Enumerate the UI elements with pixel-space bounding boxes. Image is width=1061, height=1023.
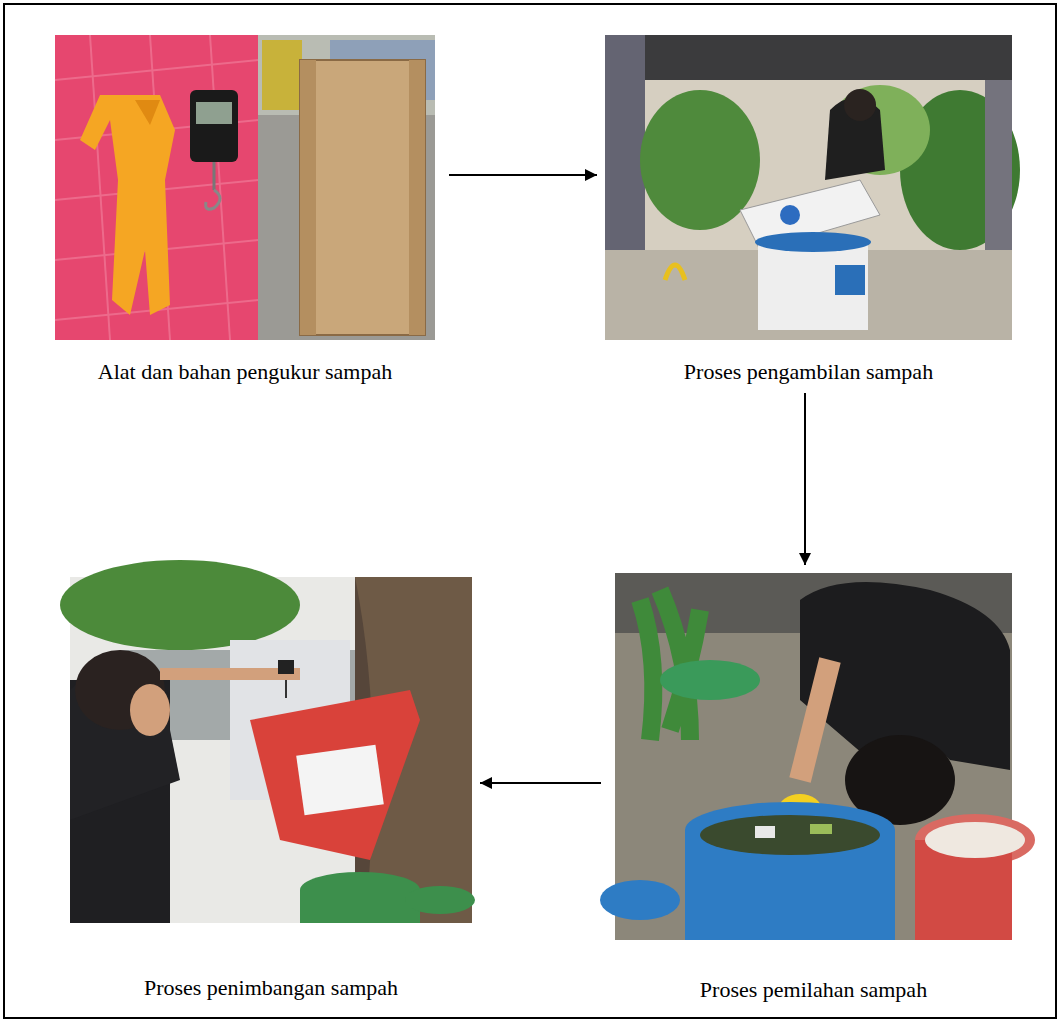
sorting-photo-part (755, 826, 775, 838)
photo-panel: Proses pemilahan sampah (615, 573, 1012, 1003)
tools-photo-part (213, 162, 216, 190)
sorting-photo (600, 573, 1035, 940)
photo-caption: Alat dan bahan pengukur sampah (55, 359, 435, 385)
weighing-photo-part (285, 680, 287, 698)
tools-photo-part (196, 102, 232, 124)
collecting-photo (605, 35, 1020, 340)
weighing-photo-part (250, 690, 420, 860)
weighing-photo-part (405, 886, 475, 914)
tools-photo-part (55, 35, 258, 340)
photo-caption: Proses pengambilan sampah (605, 359, 1012, 385)
weighing-photo-part (278, 660, 294, 674)
tools-photo-part (210, 35, 230, 340)
collecting-photo-part (605, 35, 1012, 80)
photo-panel: Proses penimbangan sampah (70, 577, 472, 1001)
tools-photo-part (55, 35, 258, 340)
collecting-photo-part (844, 89, 876, 121)
weighing-photo-part (130, 684, 170, 736)
sorting-photo-part (615, 573, 1012, 940)
sorting-photo-part (600, 880, 680, 920)
sorting-photo-part (700, 815, 880, 855)
photo-caption: Proses penimbangan sampah (70, 975, 472, 1001)
tools-photo-part (258, 35, 435, 340)
collecting-photo-part (780, 205, 800, 225)
weighing-photo-part (300, 890, 420, 923)
tools-photo-part (55, 60, 258, 80)
photo-caption: Proses pemilahan sampah (615, 977, 1012, 1003)
collecting-photo-part (835, 265, 865, 295)
sorting-photo-part (800, 660, 830, 780)
tools-photo-part (409, 60, 425, 335)
tools-photo (55, 35, 435, 340)
sorting-photo-part (810, 824, 832, 834)
photo-space (605, 35, 1012, 340)
sorting-photo-part (925, 822, 1025, 858)
photo-space (615, 573, 1012, 940)
collecting-photo-part (758, 240, 868, 330)
photo-panel: Proses pengambilan sampah (605, 35, 1012, 385)
tools-photo-part (190, 90, 238, 162)
tools-photo-part (135, 100, 160, 125)
tools-photo-part (300, 60, 316, 335)
tools-photo-part (262, 40, 302, 110)
tools-photo-part (206, 190, 220, 209)
flow-arrow (804, 393, 806, 565)
outer-frame (4, 4, 1056, 1018)
sorting-photo-part (660, 660, 760, 700)
weighing-photo-part (60, 560, 300, 650)
photo-space (55, 35, 435, 340)
tools-photo-part (90, 35, 110, 340)
tools-photo-part (300, 60, 425, 335)
weighing-photo (60, 560, 475, 923)
collecting-photo-part (665, 265, 685, 280)
flow-arrow (449, 174, 597, 176)
photo-panel: Alat dan bahan pengukur sampah (55, 35, 435, 385)
weighing-photo-part (296, 745, 384, 816)
tools-photo-part (80, 95, 175, 315)
collecting-photo-part (755, 232, 871, 252)
flow-arrow (480, 782, 601, 784)
photo-space (70, 577, 472, 923)
